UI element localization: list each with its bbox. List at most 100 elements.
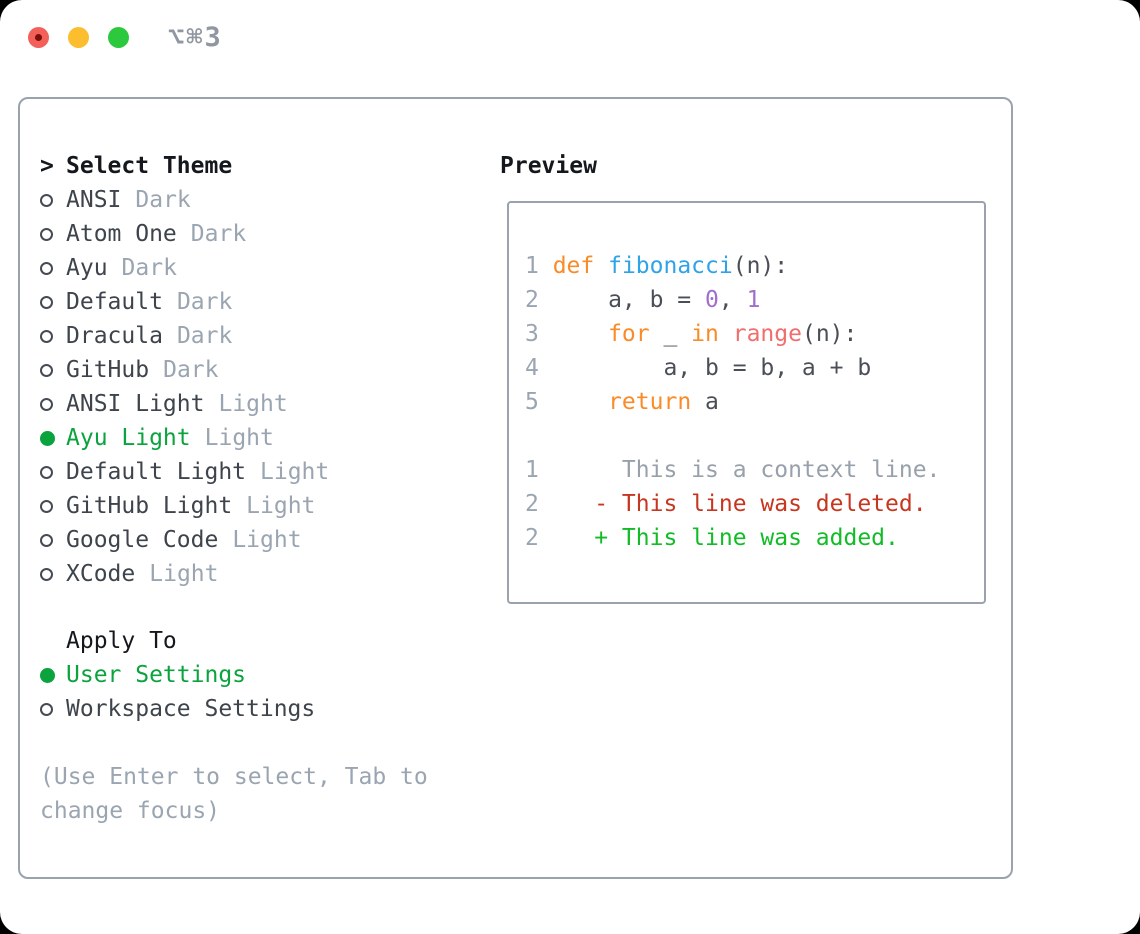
theme-name: Ayu Light: [66, 425, 191, 451]
code-line: 2 + This line was added.: [525, 521, 940, 555]
apply-to-header: Apply To: [40, 624, 460, 658]
radio-icon: [40, 295, 53, 309]
line-number: 5: [525, 389, 539, 415]
code-token: This is a context line.: [552, 457, 941, 483]
theme-variant-tag: Dark: [190, 221, 247, 247]
radio-icon: [40, 702, 53, 716]
code-line: 2 a, b = 0, 1: [525, 283, 940, 317]
apply-option-user-settings[interactable]: User Settings: [40, 658, 460, 692]
theme-variant-tag: Dark: [135, 187, 191, 213]
theme-option-ayu-dark[interactable]: Ayu Dark: [40, 251, 460, 285]
radio-icon: [40, 397, 53, 411]
radio-marker: [40, 567, 66, 581]
radio-marker: [40, 261, 66, 275]
radio-icon: [40, 567, 53, 581]
theme-variant-tag: Light: [246, 493, 316, 519]
preview-title: Preview: [500, 153, 597, 179]
radio-icon: [40, 363, 53, 377]
minimize-button[interactable]: [68, 27, 89, 48]
select-theme-title: Select Theme: [66, 153, 233, 179]
apply-option-label: User Settings: [66, 662, 247, 688]
radio-icon: [40, 261, 53, 275]
theme-name: GitHub: [66, 357, 150, 383]
zoom-button[interactable]: [108, 27, 129, 48]
line-number: 4: [525, 355, 539, 381]
code-token: [594, 253, 608, 279]
theme-variant-tag: Dark: [176, 289, 233, 315]
code-token: 0: [705, 287, 719, 313]
code-line: 1 This is a context line.: [525, 453, 940, 487]
line-number: 1: [525, 253, 539, 279]
radio-marker: [40, 702, 66, 716]
radio-selected-icon: [40, 667, 55, 683]
radio-marker: [40, 499, 66, 513]
radio-icon: [40, 193, 53, 207]
line-number: 1: [525, 457, 539, 483]
code-line: 4 a, b = b, a + b: [525, 351, 940, 385]
theme-variant-tag: Dark: [163, 357, 219, 383]
theme-variant-tag: Light: [232, 527, 302, 553]
radio-icon: [40, 499, 53, 513]
theme-name: ANSI: [66, 187, 122, 213]
theme-option-default-dark[interactable]: Default Dark: [40, 285, 460, 319]
radio-marker: [40, 363, 66, 377]
theme-variant-tag: Dark: [121, 255, 177, 281]
radio-marker: [40, 667, 66, 683]
theme-name: Atom One: [66, 221, 177, 247]
close-button[interactable]: [28, 27, 49, 48]
code-token: fibonacci: [608, 253, 733, 279]
theme-option-xcode-light[interactable]: XCode Light: [40, 557, 460, 591]
code-token: range: [732, 321, 802, 347]
radio-marker: [40, 533, 66, 547]
code-token: [553, 321, 608, 347]
theme-option-atom-one-dark[interactable]: Atom One Dark: [40, 217, 460, 251]
code-token: (n):: [801, 321, 858, 347]
code-line: [525, 419, 940, 453]
radio-icon: [40, 329, 53, 343]
theme-variant-tag: Light: [218, 391, 288, 417]
radio-marker: [40, 329, 66, 343]
radio-marker: [40, 227, 66, 241]
radio-icon: [40, 533, 53, 547]
theme-name: ANSI Light: [66, 391, 205, 417]
theme-option-ansi-dark[interactable]: ANSI Dark: [40, 183, 460, 217]
code-token: - This line was deleted.: [552, 491, 927, 517]
theme-variant-tag: Light: [260, 459, 330, 485]
theme-option-github-light-light[interactable]: GitHub Light Light: [40, 489, 460, 523]
prompt-caret-icon: >: [40, 153, 54, 179]
code-token: return: [608, 389, 692, 415]
traffic-lights: [28, 27, 129, 48]
theme-name: Default: [66, 289, 163, 315]
theme-name: Ayu: [66, 255, 108, 281]
line-number: 2: [525, 491, 539, 517]
apply-to-title: Apply To: [66, 628, 177, 654]
code-line: 5 return a: [525, 385, 940, 419]
radio-marker: [40, 430, 66, 446]
radio-icon: [40, 227, 53, 241]
code-token: [719, 321, 733, 347]
apply-option-workspace-settings[interactable]: Workspace Settings: [40, 692, 460, 726]
theme-name: XCode: [66, 561, 136, 587]
code-token: (n):: [732, 253, 789, 279]
theme-option-ansi-light-light[interactable]: ANSI Light Light: [40, 387, 460, 421]
theme-name: Default Light: [66, 459, 247, 485]
line-number: 2: [525, 287, 539, 313]
radio-marker: [40, 465, 66, 479]
theme-variant-tag: Light: [149, 561, 219, 587]
code-token: in: [691, 321, 719, 347]
theme-option-github-dark[interactable]: GitHub Dark: [40, 353, 460, 387]
theme-option-default-light-light[interactable]: Default Light Light: [40, 455, 460, 489]
theme-name: GitHub Light: [66, 493, 233, 519]
line-number: 2: [525, 525, 539, 551]
code-token: a, b = b, a + b: [552, 355, 872, 381]
